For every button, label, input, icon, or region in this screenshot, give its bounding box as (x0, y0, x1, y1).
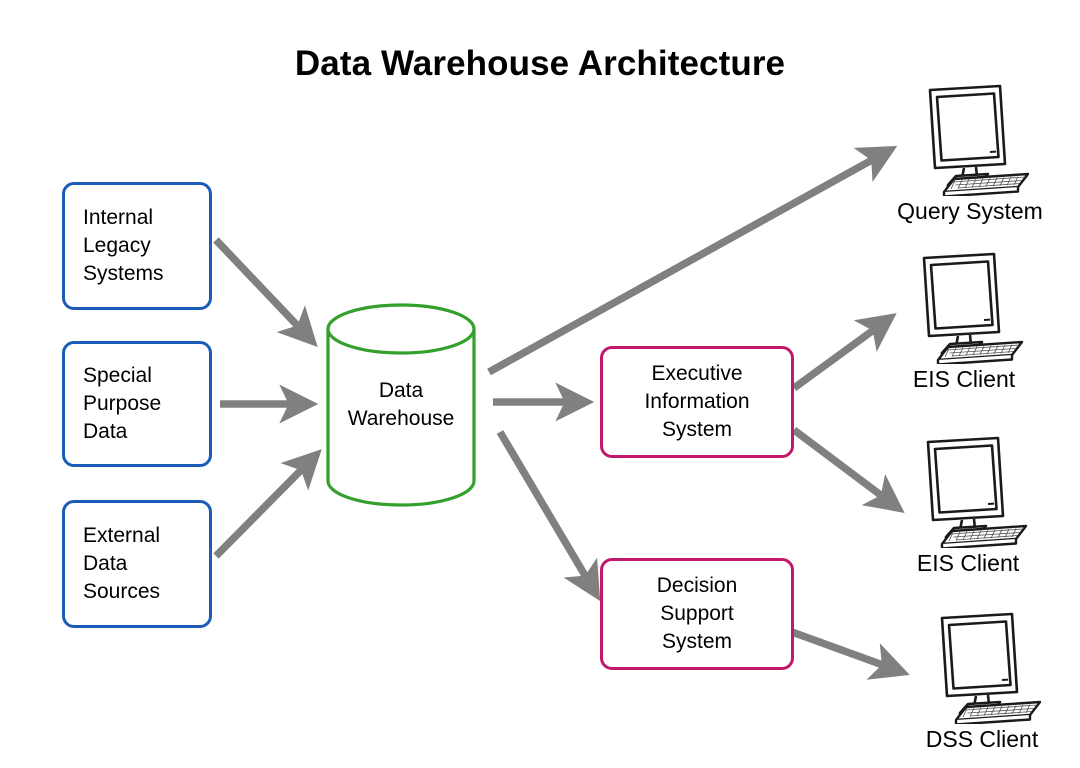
desktop-computer-icon (922, 252, 1024, 364)
client-label: DSS Client (925, 726, 1039, 752)
arrow-internal-legacy-to-warehouse (213, 237, 318, 347)
source-box-special-purpose-data[interactable]: Special Purpose Data (62, 341, 212, 467)
data-warehouse-cylinder[interactable]: Data Warehouse (325, 303, 477, 507)
system-box-executive-information-system[interactable]: Executive Information System (600, 346, 794, 458)
arrow-eis-to-eis-client-bottom (791, 427, 905, 513)
client-label: Query System (897, 198, 1043, 224)
source-box-label: Special Purpose Data (83, 363, 162, 444)
data-warehouse-label: Data Warehouse (347, 378, 455, 430)
arrow-external-data-to-warehouse (213, 449, 322, 559)
cylinder-shape (326, 303, 476, 507)
desktop-computer-icon (928, 84, 1030, 196)
system-box-label: Decision Support System (656, 573, 738, 654)
client-query-system[interactable]: Query System (886, 84, 1054, 225)
system-box-label: Executive Information System (644, 361, 750, 442)
page-title: Data Warehouse Architecture (294, 44, 786, 83)
source-box-external-data-sources[interactable]: External Data Sources (62, 500, 212, 628)
arrow-dss-to-dss-client (790, 628, 910, 680)
desktop-computer-icon (940, 612, 1042, 724)
arrow-warehouse-to-query-system (487, 146, 898, 376)
desktop-computer-icon (926, 436, 1028, 548)
source-box-label: External Data Sources (83, 523, 161, 604)
client-label: EIS Client (916, 550, 1020, 576)
client-eis-client-top[interactable]: EIS Client (880, 252, 1048, 393)
data-warehouse-label-wrap: Data Warehouse (325, 303, 477, 507)
source-box-label: Internal Legacy Systems (83, 205, 164, 286)
client-dss-client[interactable]: DSS Client (898, 612, 1066, 753)
arrow-warehouse-to-dss (496, 430, 601, 602)
arrow-eis-to-eis-client-top (791, 313, 897, 392)
system-box-decision-support-system[interactable]: Decision Support System (600, 558, 794, 670)
source-box-internal-legacy-systems[interactable]: Internal Legacy Systems (62, 182, 212, 310)
client-label: EIS Client (912, 366, 1016, 392)
client-eis-client-bottom[interactable]: EIS Client (884, 436, 1052, 577)
